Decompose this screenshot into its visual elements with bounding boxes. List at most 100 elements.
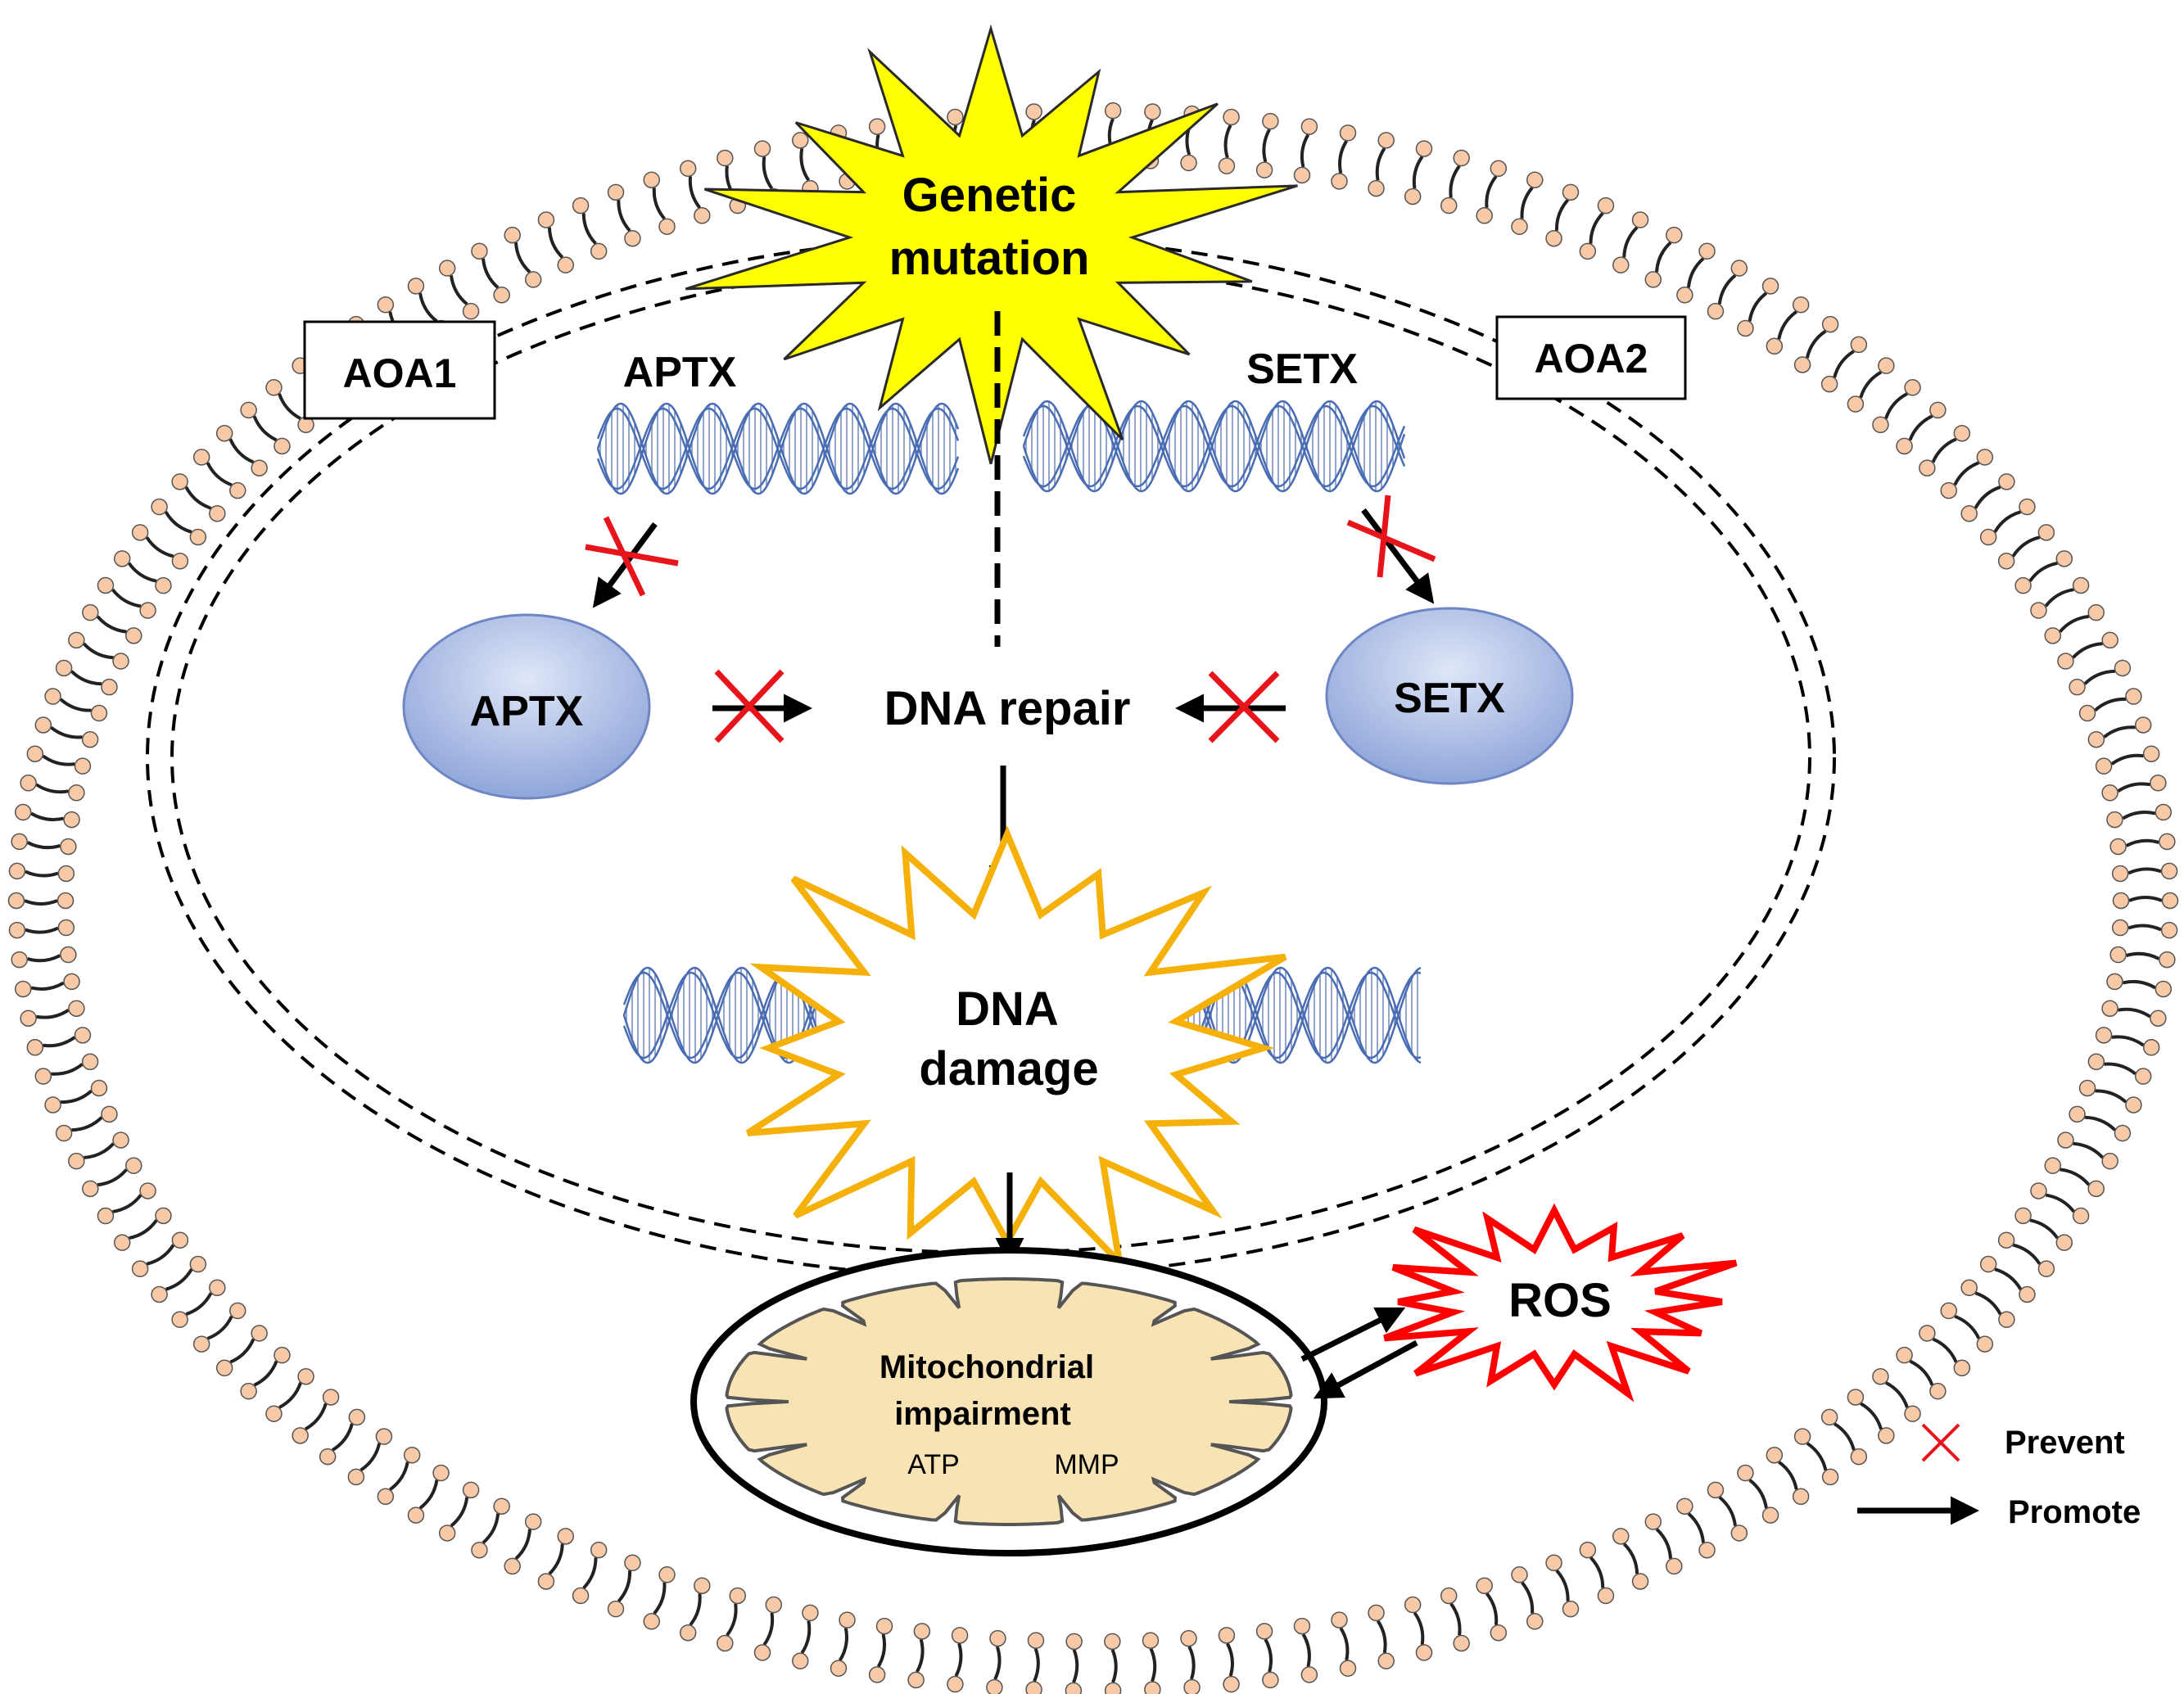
lipid-head <box>1761 278 1779 295</box>
lipid-tail <box>1449 165 1461 198</box>
lipid-head <box>1666 226 1683 244</box>
lipid-head <box>1821 315 1839 333</box>
lipid-tail <box>359 1443 382 1472</box>
lipid-head <box>20 775 37 792</box>
lipid-head <box>2150 775 2167 792</box>
lipid-tail <box>1622 1543 1639 1574</box>
lipid-head <box>792 1652 809 1669</box>
lipid-tail <box>184 486 212 510</box>
lipid-tail <box>2094 697 2127 712</box>
lipid-tail <box>689 1593 702 1626</box>
lipid-head <box>68 631 85 649</box>
lipid-tail <box>84 1142 115 1159</box>
lipid-tail <box>97 1168 128 1187</box>
aptx-gene-label: APTX <box>623 349 737 396</box>
lipid-head <box>1698 242 1716 260</box>
lipid-head <box>81 1053 99 1071</box>
lipid-head <box>1453 1634 1470 1652</box>
lipid-tail <box>799 147 811 182</box>
lipid-tail <box>127 562 157 583</box>
lipid-tail <box>1375 147 1386 181</box>
lipid-tail <box>165 1268 193 1291</box>
lipid-head <box>2106 811 2123 829</box>
lipid-head <box>1847 1389 1865 1406</box>
lipid-tail <box>206 462 233 487</box>
lipid-head <box>1339 124 1357 142</box>
ros-burst: ROS <box>1383 1203 1738 1403</box>
lipid-head <box>1562 1600 1580 1618</box>
lipid-head <box>753 1644 771 1661</box>
lipid-tail <box>1806 1442 1828 1471</box>
lipid-head <box>274 437 291 455</box>
lipid-tail <box>1908 414 1933 441</box>
lipid-head <box>1940 1302 1957 1320</box>
lipid-tail <box>82 642 114 660</box>
lipid-head <box>1331 173 1348 190</box>
lipid-head <box>8 862 26 880</box>
lipid-head <box>1976 1335 1994 1353</box>
lipid-head <box>2037 1260 2055 1277</box>
lipid-tail <box>1932 1337 1958 1363</box>
lipid-head <box>679 160 697 178</box>
lipid-head <box>471 1541 488 1559</box>
lipid-head <box>1415 1644 1433 1661</box>
lipid-head <box>171 1231 189 1249</box>
lipid-tail <box>617 1570 632 1603</box>
lipid-tail <box>876 1633 887 1668</box>
lipid-head <box>2078 1079 2096 1097</box>
lipid-head <box>2037 524 2055 541</box>
lipid-tail <box>1884 392 1908 419</box>
lipid-head <box>1476 1577 1493 1594</box>
cell-membrane-bilayer <box>7 102 2179 1694</box>
lipid-tail <box>653 1582 667 1615</box>
lipid-tail <box>30 811 65 822</box>
mito-label-line1: Mitochondrial <box>879 1349 1094 1385</box>
lipid-head <box>2057 1132 2074 1149</box>
lipid-tail <box>1520 186 1534 219</box>
lipid-tail <box>2122 811 2156 820</box>
lipid-head <box>1597 197 1615 215</box>
lipid-head <box>240 401 257 419</box>
lipid-head <box>590 1541 608 1559</box>
lipid-tail <box>1072 1649 1079 1683</box>
lipid-head <box>2095 757 2113 775</box>
lipid-head <box>658 218 676 235</box>
mmp-label: MMP <box>1054 1449 1119 1480</box>
dna-strand <box>622 966 821 1064</box>
lipid-tail <box>954 1642 963 1678</box>
lipid-head <box>1104 1682 1122 1694</box>
lipid-head <box>694 207 711 224</box>
lipid-tail <box>27 954 61 963</box>
lipid-head <box>68 784 85 802</box>
lipid-head <box>377 1488 395 1506</box>
lipid-head <box>1262 1671 1279 1689</box>
lipid-tail <box>1859 370 1883 399</box>
lipid-tail <box>96 615 127 634</box>
lipid-head <box>1490 160 1508 178</box>
lipid-tail <box>1264 1638 1273 1673</box>
lipid-head <box>1820 1408 1838 1426</box>
lipid-head <box>1579 1541 1597 1559</box>
lipid-tail <box>1778 1461 1798 1490</box>
lipid-tail <box>481 258 500 289</box>
setx-gene-label: SETX <box>1246 346 1358 393</box>
lipid-head <box>2095 1027 2113 1044</box>
dna-strand <box>1022 404 1406 488</box>
lipid-head <box>1065 1633 1083 1651</box>
lipid-head <box>2087 730 2105 748</box>
lipid-head <box>557 256 574 273</box>
lipid-tail <box>206 1315 233 1340</box>
lipid-tail <box>1748 291 1768 322</box>
lipid-head <box>1300 1666 1318 1683</box>
lipid-head <box>537 211 555 228</box>
lipid-head <box>1707 1481 1725 1499</box>
lipid-tail <box>30 981 65 991</box>
lipid-tail <box>1262 129 1271 163</box>
lipid-head <box>717 149 734 167</box>
lipid-head <box>643 1613 660 1630</box>
lipid-tail <box>1974 485 2001 509</box>
lipid-tail <box>2118 1007 2151 1019</box>
lipid-tail <box>278 1382 302 1409</box>
aptx-expression-arrow-blocked <box>585 516 679 608</box>
lipid-tail <box>1805 329 1827 359</box>
